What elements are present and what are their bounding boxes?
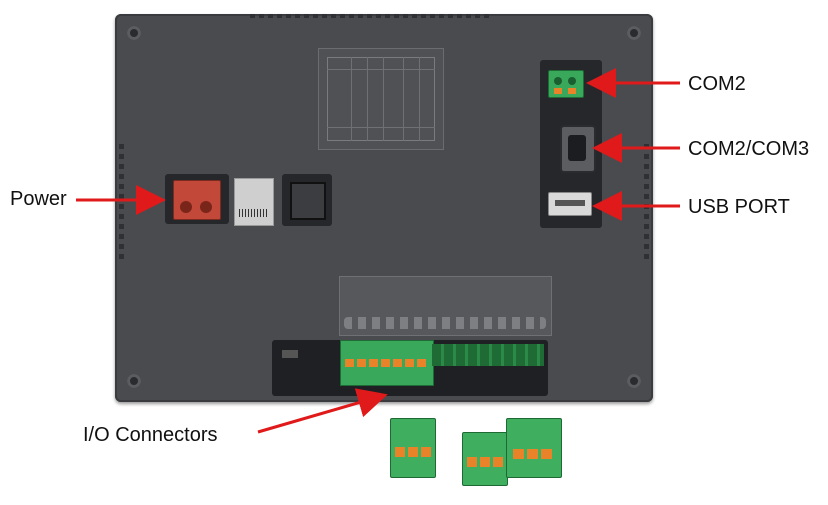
io-terminal-header	[432, 344, 544, 366]
right-vent	[644, 144, 649, 264]
com2-terminal	[548, 70, 584, 98]
usb-port-label: USB PORT	[688, 196, 790, 218]
loose-plug-3	[506, 418, 562, 478]
ethernet-recess	[282, 174, 332, 226]
com2-com3-label: COM2/COM3	[688, 138, 810, 160]
screw-bottom-right	[627, 374, 641, 388]
top-vent	[250, 14, 490, 18]
io-connectors-label: I/O Connectors	[83, 424, 218, 446]
power-label: Power	[10, 188, 67, 210]
power-connector	[173, 180, 221, 220]
io-silkscreen	[339, 276, 552, 336]
barcode-label	[234, 178, 274, 226]
usb-port	[548, 192, 592, 216]
io-arrow	[257, 388, 388, 434]
screw-bottom-left	[127, 374, 141, 388]
com2-label: COM2	[688, 73, 746, 95]
io-plugged-connectors	[340, 340, 434, 386]
left-vent	[119, 144, 124, 264]
small-switch	[282, 350, 298, 358]
spec-label-sticker	[318, 48, 444, 150]
screw-top-right	[627, 26, 641, 40]
loose-plug-2	[462, 432, 508, 486]
loose-plug-1	[390, 418, 436, 478]
screw-top-left	[127, 26, 141, 40]
